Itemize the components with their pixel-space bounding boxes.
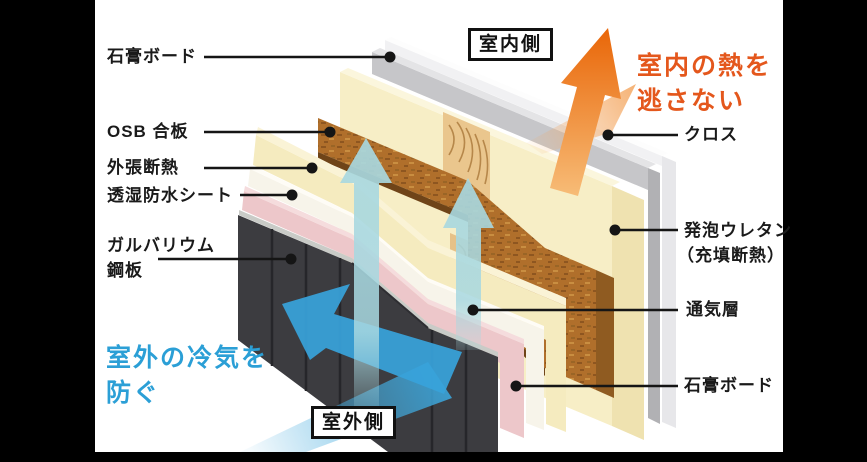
cold-callout-line2: 防ぐ xyxy=(106,379,161,407)
heat-arrow xyxy=(550,28,621,196)
label-gypsum-board-outer: 石膏ボード xyxy=(684,376,774,395)
airflow-arrow-right xyxy=(443,178,494,350)
heat-callout-line2: 逃さない xyxy=(637,87,746,115)
leader-lines xyxy=(158,55,678,388)
label-exterior-insulation: 外張断熱 xyxy=(107,158,179,177)
exterior-insulation-layer xyxy=(253,127,566,432)
label-urethane-foam-line1: 発泡ウレタン xyxy=(684,221,792,240)
label-galvalume-steel-line2: 鋼板 xyxy=(107,261,143,280)
cold-callout: 室外の冷気を 防ぐ xyxy=(106,341,268,411)
indoor-side-tag: 室内側 xyxy=(468,28,554,61)
label-galvalume-steel-line1: ガルバリウム xyxy=(107,236,215,255)
heat-callout: 室内の熱を 逃さない xyxy=(637,49,772,119)
label-ventilation-layer: 通気層 xyxy=(686,300,740,319)
label-urethane-foam: 発泡ウレタン （充填断熱） xyxy=(677,218,792,268)
outdoor-side-tag: 室外側 xyxy=(311,406,397,439)
label-cloth-wallpaper: クロス xyxy=(684,125,738,144)
label-gypsum-board-inner: 石膏ボード xyxy=(107,47,197,66)
leader-dots xyxy=(285,51,621,392)
label-osb-panel: OSB 合板 xyxy=(107,122,189,141)
heat-callout-line1: 室内の熱を xyxy=(637,52,773,80)
cold-callout-line1: 室外の冷気を xyxy=(106,344,269,372)
airflow-arrow-left xyxy=(340,138,392,412)
label-waterproof-sheet: 透湿防水シート xyxy=(107,186,233,205)
gypsum-board-outer-layer xyxy=(242,186,524,438)
label-galvalume-steel: ガルバリウム 鋼板 xyxy=(107,233,215,283)
label-urethane-foam-line2: （充填断熱） xyxy=(677,246,785,265)
